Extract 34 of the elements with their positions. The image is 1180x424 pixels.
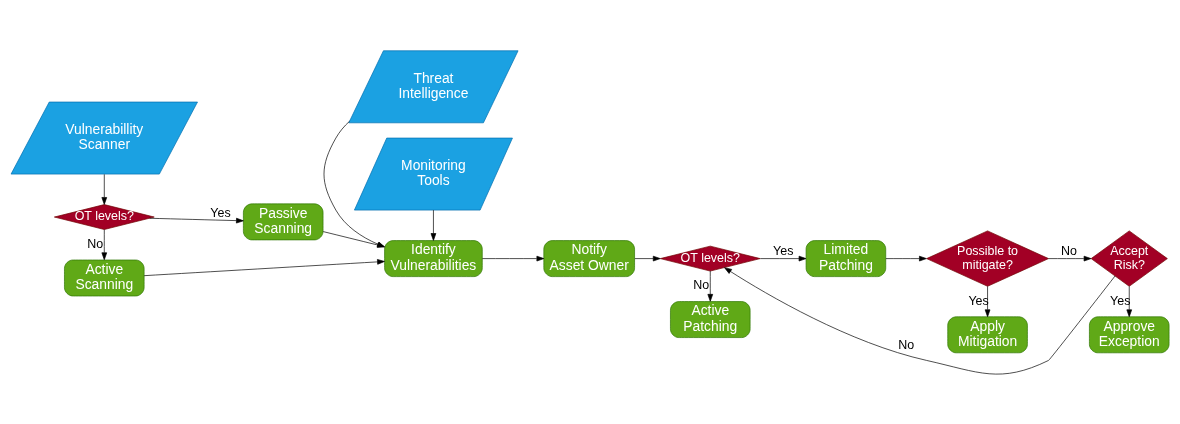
edge-label: No <box>87 236 104 251</box>
node-box: Notify Asset Owner <box>543 239 635 277</box>
edge-label: No <box>693 277 710 292</box>
edge-label: Yes <box>210 205 231 220</box>
arrow <box>101 228 108 260</box>
arrow <box>707 270 714 302</box>
edge-label: Yes <box>773 243 794 258</box>
node-box: Approve Exception <box>1089 315 1170 353</box>
arrow <box>1048 255 1092 261</box>
arrow <box>323 120 385 247</box>
node-box: Passive Scanning <box>243 203 324 240</box>
edge-label: Yes <box>1110 293 1131 308</box>
arrow <box>101 173 108 205</box>
arrow <box>482 255 545 261</box>
arrow <box>322 230 385 248</box>
node-box: Identify Vulnerabilities <box>384 239 483 277</box>
arrow <box>149 217 244 223</box>
arrow <box>143 258 385 276</box>
node-box: Active Scanning <box>64 259 145 296</box>
node-box: Apply Mitigation <box>947 315 1028 353</box>
arrow <box>430 209 437 241</box>
arrow <box>760 255 807 261</box>
node-diamond: Accept Risk? <box>1090 230 1168 287</box>
node-diamond: Possible to mitigate? <box>926 230 1049 287</box>
arrow <box>634 255 661 261</box>
node-box: Active Patching <box>670 300 751 338</box>
node-diamond: OT levels? <box>660 245 761 271</box>
arrow <box>885 255 927 261</box>
edge-label: No <box>898 337 915 352</box>
node-box: Limited Patching <box>805 239 887 277</box>
edge-label: No <box>1061 243 1077 258</box>
arrow <box>1126 285 1132 317</box>
arrow <box>724 266 1116 374</box>
node-diamond: OT levels? <box>54 203 155 230</box>
